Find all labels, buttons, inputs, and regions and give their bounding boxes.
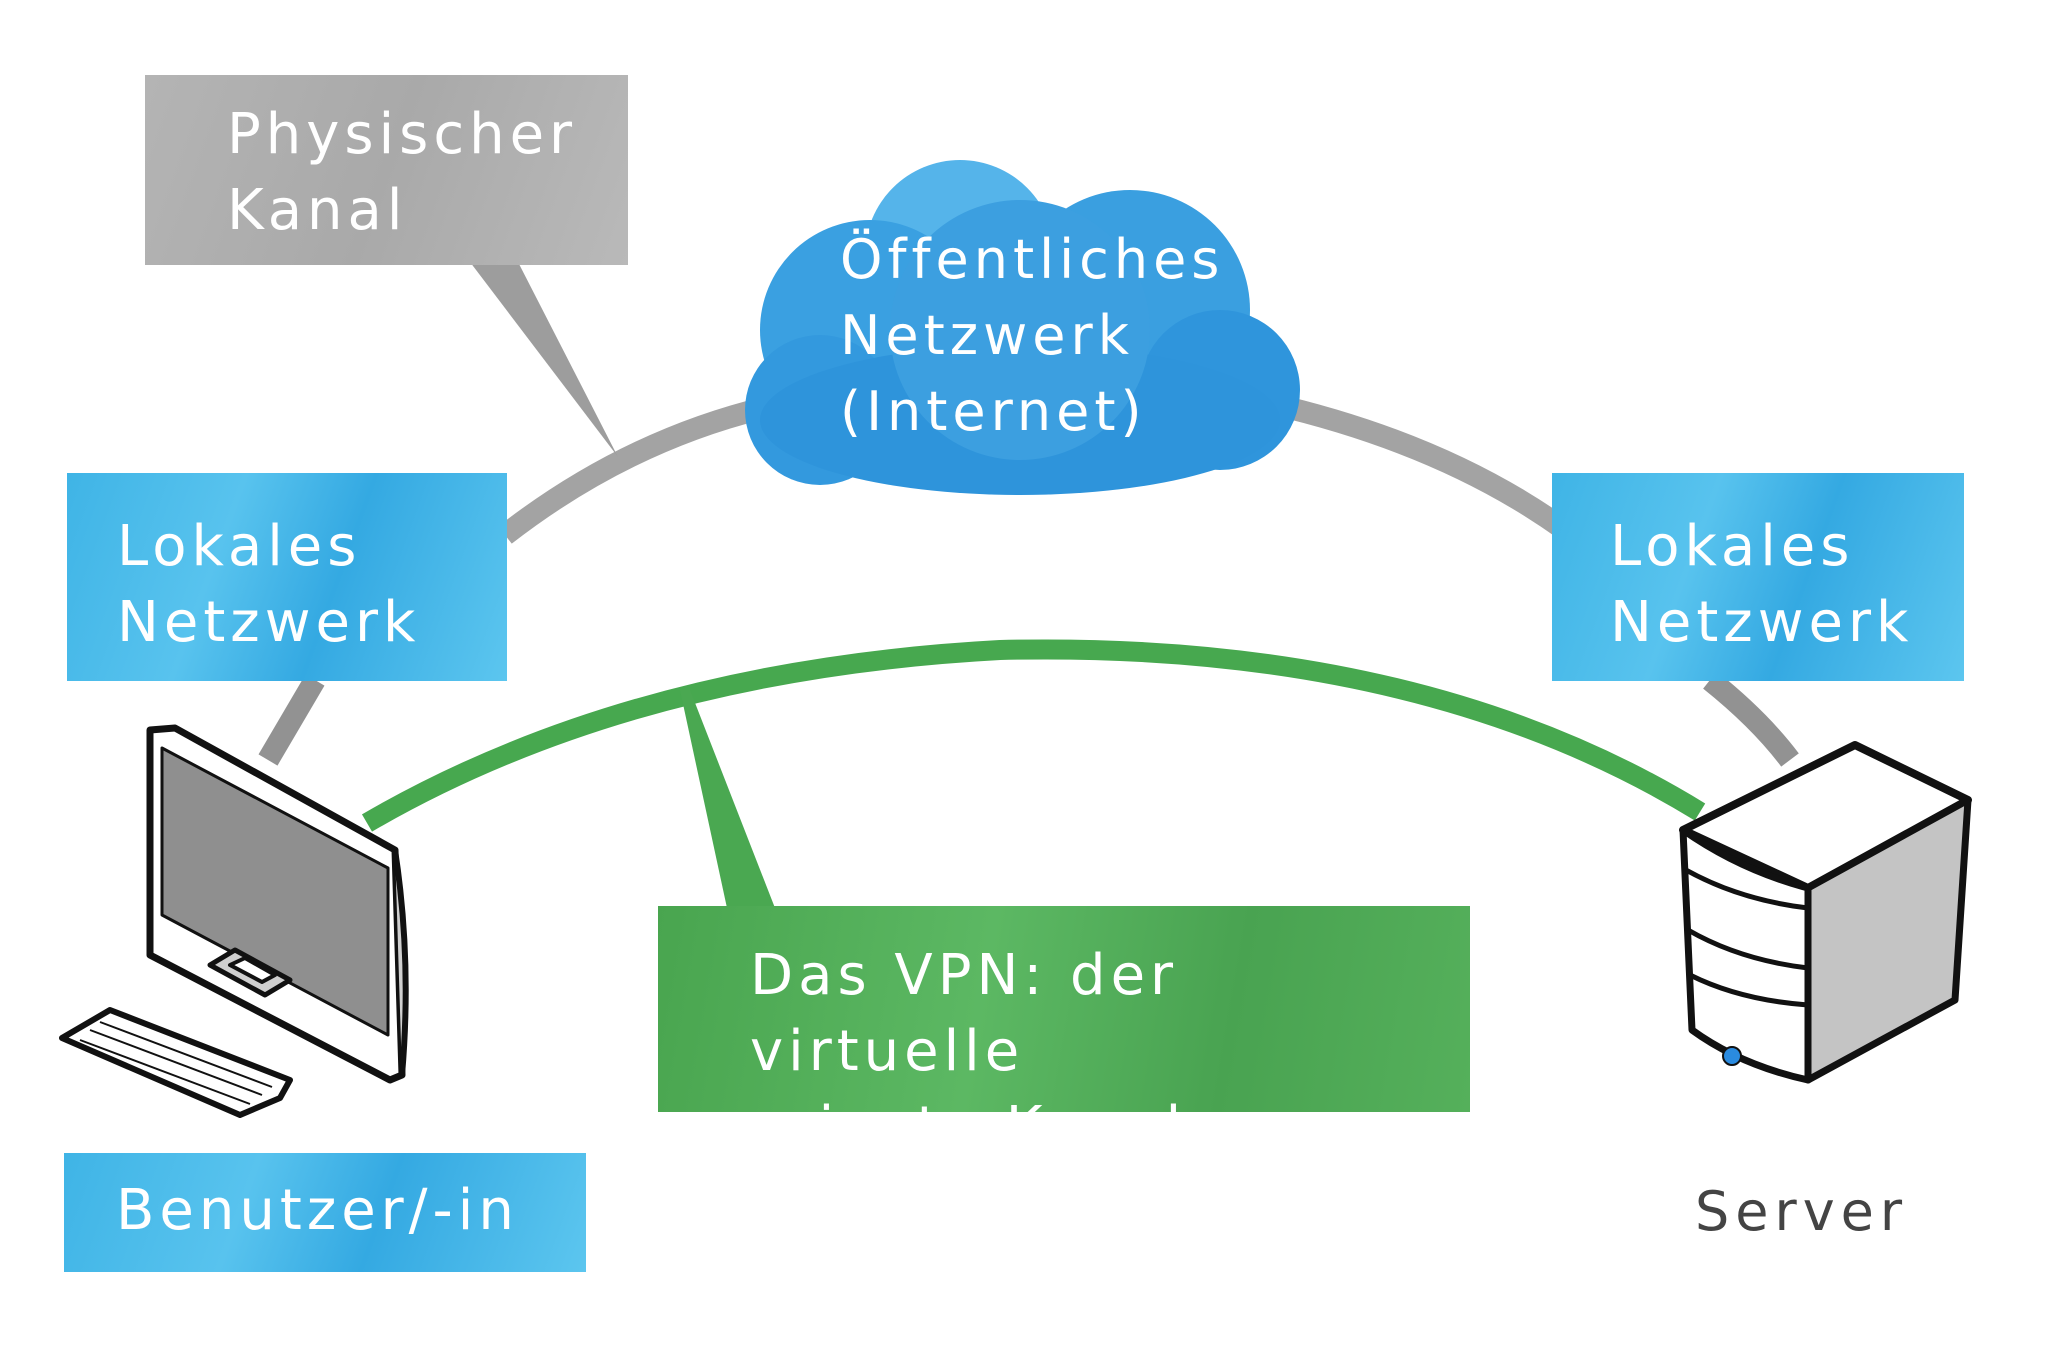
keyboard-icon xyxy=(59,1007,293,1118)
local-network-right-box: Lokales Netzwerk xyxy=(1552,473,1964,681)
server-icon xyxy=(1679,741,1972,1084)
vpn-callout-label: Das VPN: der virtuelle private Kanal xyxy=(750,943,1187,1160)
physical-channel-pointer xyxy=(470,262,618,457)
computer-monitor-icon xyxy=(146,724,409,1084)
physical-channel-callout: Physischer Kanal xyxy=(145,75,628,265)
cloud-icon xyxy=(745,160,1300,495)
physical-channel-label: Physischer Kanal xyxy=(227,102,578,243)
physical-link-user-to-lan xyxy=(258,674,325,766)
vpn-callout-pointer xyxy=(680,690,775,908)
server-label: Server xyxy=(1695,1180,1909,1243)
physical-link-cloud-to-right xyxy=(1252,389,1572,539)
vpn-callout-box: Das VPN: der virtuelle private Kanal xyxy=(658,906,1470,1160)
user-label-box: Benutzer/-in xyxy=(64,1153,586,1272)
user-label: Benutzer/-in xyxy=(116,1178,519,1243)
local-network-left-box: Lokales Netzwerk xyxy=(67,473,507,681)
server-power-led xyxy=(1722,1046,1742,1066)
local-network-right-label: Lokales Netzwerk xyxy=(1610,514,1914,655)
public-network-label: Öffentliches Netzwerk (Internet) xyxy=(840,228,1225,443)
vpn-tunnel-arc xyxy=(361,639,1706,832)
local-network-left-label: Lokales Netzwerk xyxy=(117,514,421,655)
physical-link-lan-to-server xyxy=(1703,671,1799,767)
